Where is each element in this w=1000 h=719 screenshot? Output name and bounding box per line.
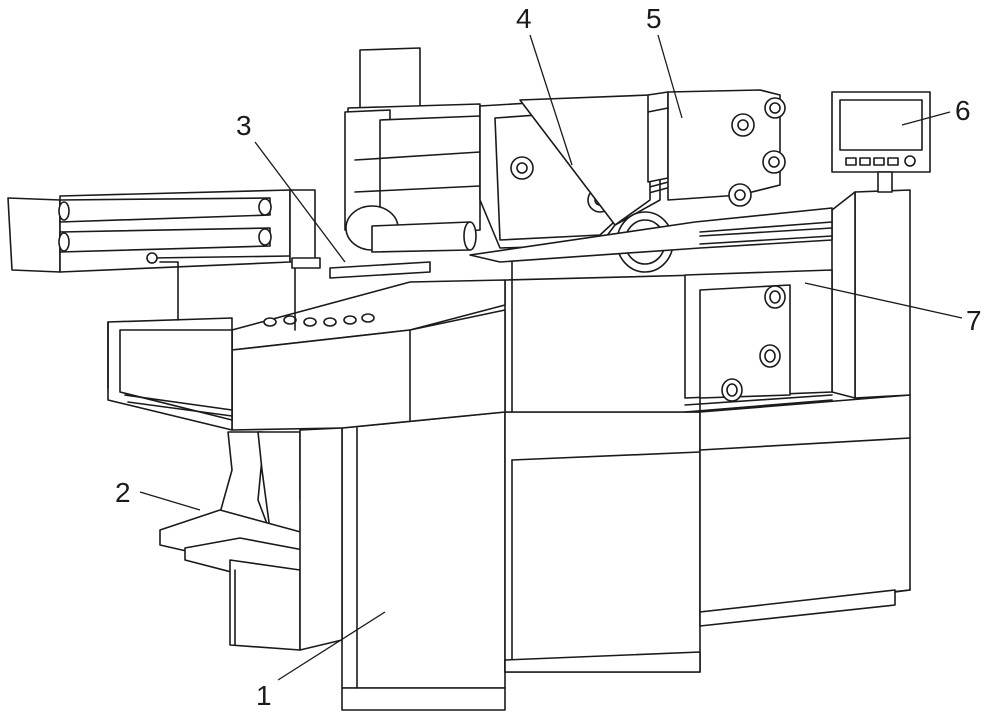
printing-unit <box>344 47 833 273</box>
callout-3: 3 <box>236 110 252 141</box>
roller-icon <box>728 97 786 207</box>
roller-icon <box>721 285 786 402</box>
callout-6: 6 <box>955 95 971 126</box>
display-screen-icon <box>839 99 923 151</box>
machine-base-frame <box>341 189 911 711</box>
callout-leaders <box>139 34 963 681</box>
callout-labels: 1 2 3 4 5 6 7 <box>115 3 982 711</box>
unwind-arm-assembly <box>7 189 431 331</box>
callout-5: 5 <box>646 3 662 34</box>
callout-2: 2 <box>115 477 131 508</box>
callout-4: 4 <box>516 3 532 34</box>
control-buttons-row <box>263 313 375 327</box>
callout-1: 1 <box>256 680 272 711</box>
callout-7: 7 <box>966 305 982 336</box>
control-panel <box>831 91 931 193</box>
feeder-table <box>107 279 506 651</box>
